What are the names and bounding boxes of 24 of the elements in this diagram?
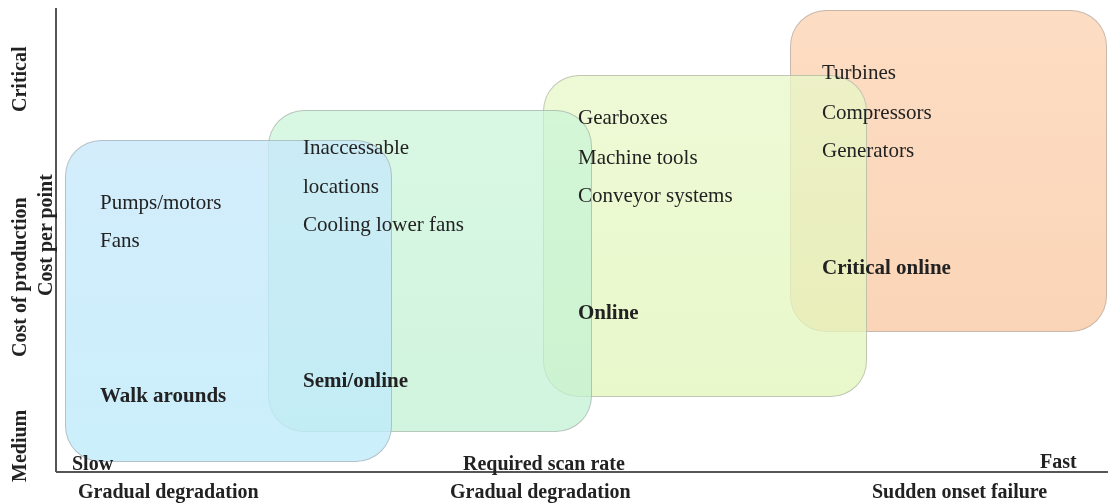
monitoring-type-title: Semi/online xyxy=(303,368,408,393)
axis-caption: Gradual degradation xyxy=(78,480,259,503)
equipment-item: Gearboxes xyxy=(578,105,668,130)
equipment-item: Turbines xyxy=(822,60,896,85)
monitoring-type-title: Online xyxy=(578,300,639,325)
equipment-item: Compressors xyxy=(822,100,932,125)
axis-tick-label: Medium xyxy=(8,409,31,482)
equipment-item: Cooling lower fans xyxy=(303,212,464,237)
monitoring-type-title: Walk arounds xyxy=(100,383,227,408)
equipment-item: Fans xyxy=(100,228,140,253)
equipment-item: Generators xyxy=(822,138,915,163)
axis-title: Cost per point xyxy=(34,174,57,296)
axis-title: Required scan rate xyxy=(463,452,625,475)
axis-caption: Gradual degradation xyxy=(450,480,631,503)
axis-tick-label: Fast xyxy=(1040,450,1077,473)
equipment-item: Pumps/motors xyxy=(100,190,222,215)
equipment-item: Machine tools xyxy=(578,145,698,170)
axis-tick-label: Slow xyxy=(72,452,114,475)
equipment-item: Conveyor systems xyxy=(578,183,733,208)
monitoring-type-title: Critical online xyxy=(822,255,951,280)
axis-title: Cost of production xyxy=(8,197,31,357)
axis-caption: Sudden onset failure xyxy=(872,480,1048,503)
equipment-item: Inaccessable locations xyxy=(303,134,411,200)
axis-tick-label: Critical xyxy=(8,46,31,112)
